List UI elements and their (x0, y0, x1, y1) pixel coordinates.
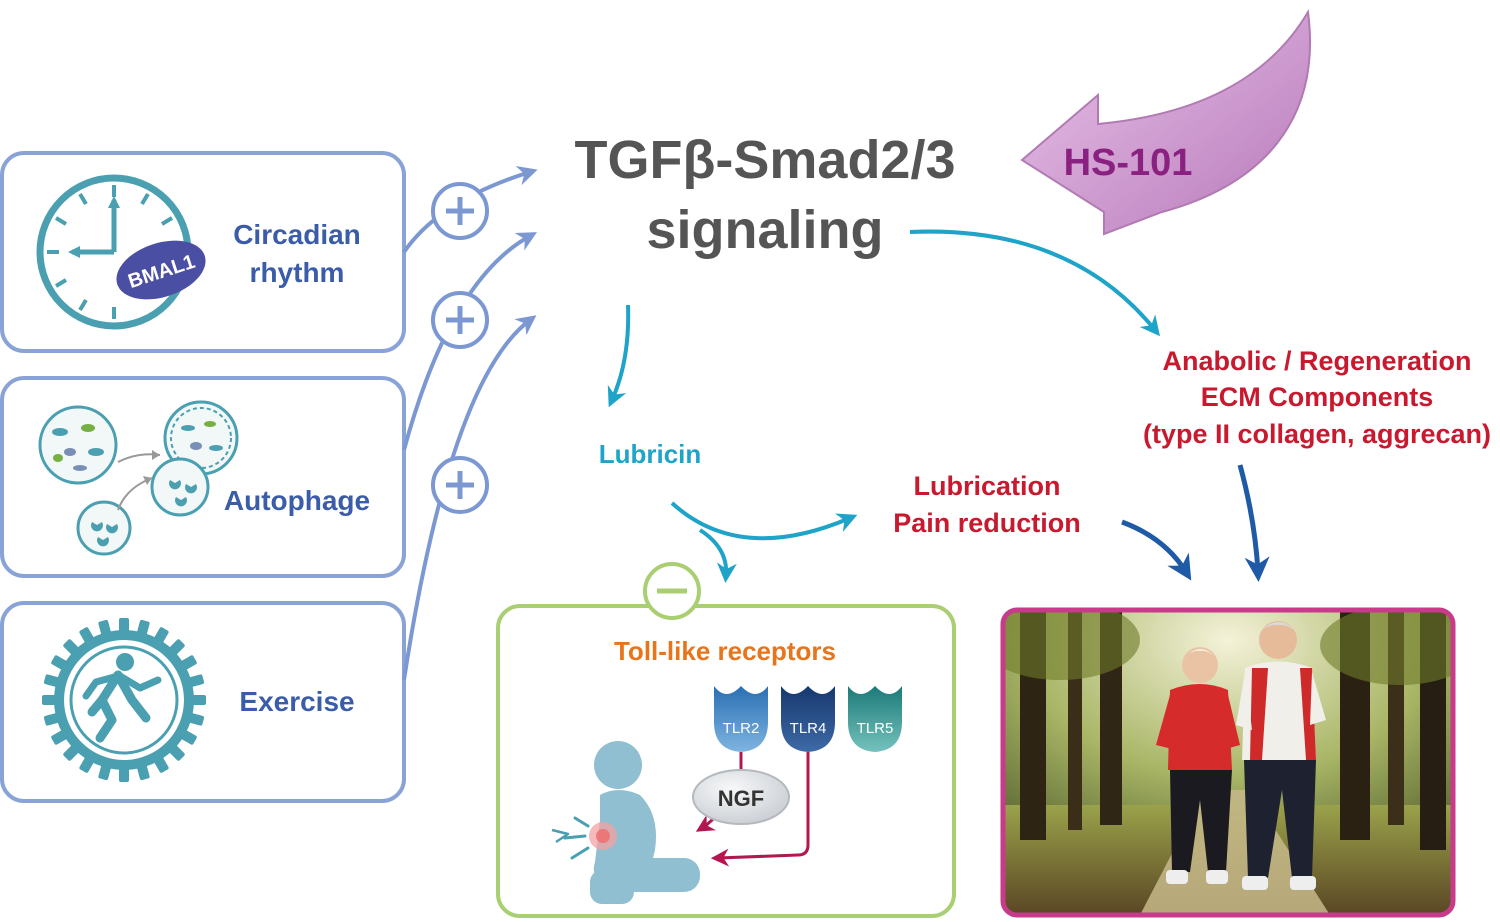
plus-circle-1 (431, 182, 489, 240)
autophagy-cells-icon (38, 400, 239, 556)
minus-circle (643, 562, 701, 620)
anabolic-label-line-3: (type II collagen, aggrecan) (1143, 419, 1491, 449)
running-gear-icon (42, 618, 206, 782)
tlr4-label: TLR4 (790, 720, 827, 737)
exercise-label: Exercise (239, 686, 354, 717)
hs101-label: HS-101 (1064, 142, 1193, 184)
plus-circle-3 (431, 456, 489, 514)
anabolic-label-line-2: ECM Components (1201, 382, 1434, 412)
title-line-2: signaling (646, 200, 883, 260)
tlr5-receptor-icon (848, 686, 902, 752)
jogging-couple-photo (1000, 607, 1456, 918)
lubrication-label-line-1: Lubrication (914, 471, 1061, 501)
circadian-label-line-2: rhythm (250, 257, 345, 288)
arrow-to-lubrication (670, 501, 858, 541)
tlr2-receptor-icon (714, 686, 768, 752)
autophage-label: Autophage (224, 485, 370, 516)
arrow-lubrication-to-photo (1121, 519, 1192, 581)
lubrication-label-line-2: Pain reduction (893, 508, 1081, 538)
circadian-label-line-1: Circadian (233, 219, 361, 250)
arrow-to-tlr (698, 528, 737, 583)
gear-tooth (190, 695, 206, 705)
circadian-box (0, 151, 406, 353)
bmal1-badge: BMAL1 (116, 240, 206, 300)
ngf-node (692, 769, 790, 825)
arrow-anabolic-to-photo (1237, 464, 1270, 582)
ngf-label: NGF (718, 786, 764, 811)
plus-circle-2 (431, 291, 489, 349)
arrow-to-anabolic (909, 229, 1161, 337)
tlr-panel-title: Toll-like receptors (614, 636, 836, 666)
gear-tooth (119, 618, 129, 634)
tlr4-to-person-arrow (710, 752, 810, 867)
gear-tooth (42, 695, 58, 705)
gear-tooth (119, 766, 129, 782)
lubricin-label: Lubricin (599, 439, 702, 469)
anabolic-label-line-1: Anabolic / Regeneration (1162, 346, 1471, 376)
hs101-arrow (1020, 8, 1311, 236)
arrow-to-lubricin (607, 304, 631, 408)
tlr2-label: TLR2 (723, 720, 760, 737)
knee-pain-person-icon (551, 741, 700, 904)
title-line-1: TGFβ-Smad2/3 (574, 130, 955, 190)
factor-connectors (402, 166, 538, 681)
tlr4-receptor-icon (781, 686, 835, 752)
tlr5-label: TLR5 (857, 720, 894, 737)
